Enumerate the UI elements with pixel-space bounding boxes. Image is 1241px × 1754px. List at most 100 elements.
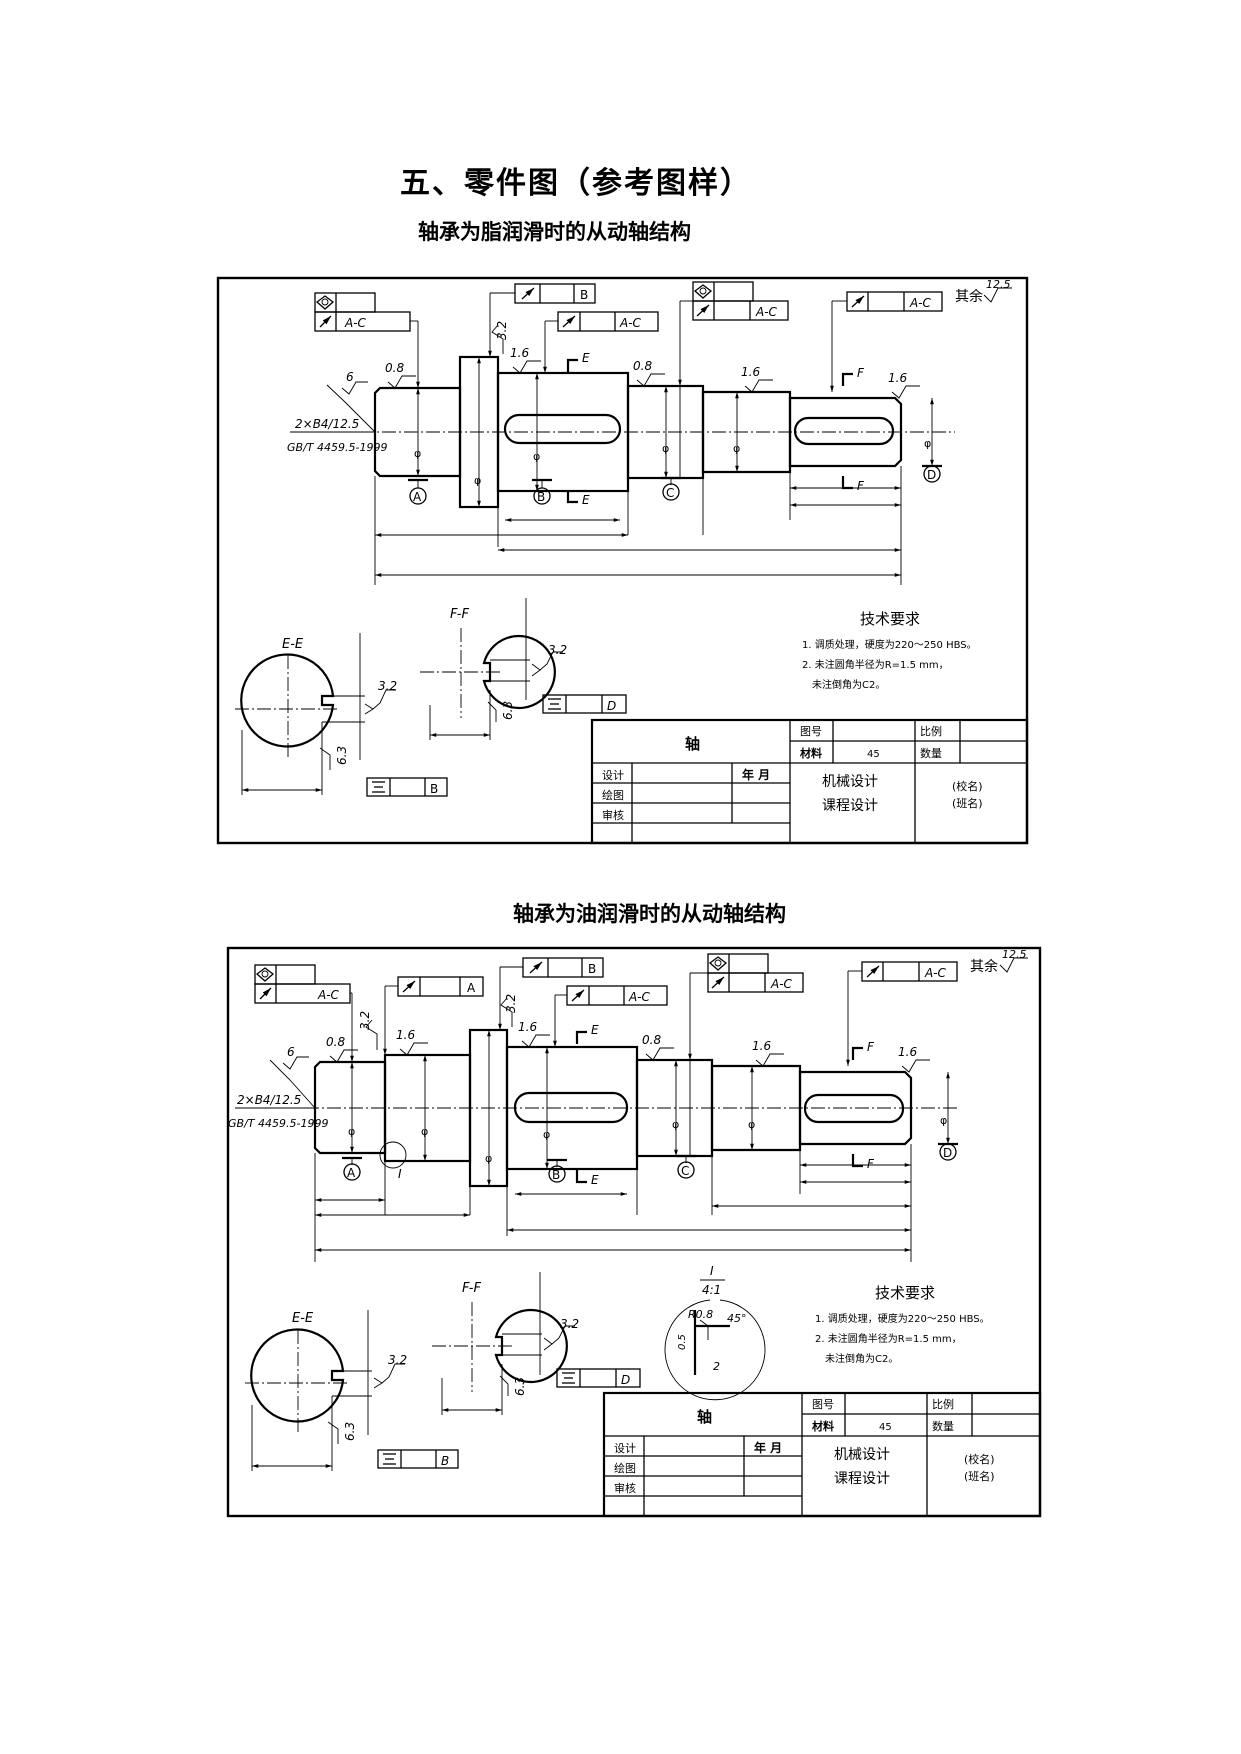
tolerance-datum: D — [621, 1373, 630, 1387]
datum-label: B — [537, 490, 545, 504]
tolerance-datum: B — [441, 1454, 449, 1468]
caption-oil: 轴承为油润滑时的从动轴结构 — [513, 901, 786, 926]
class-name: (班名) — [952, 796, 983, 810]
tolerance-datum: B — [580, 288, 588, 302]
section-marker: E — [582, 493, 590, 507]
roughness-value: 1.6 — [396, 1028, 415, 1042]
detail-circle — [379, 1141, 407, 1169]
section-markers: E E F F — [566, 351, 865, 507]
detail-dim: 0.5 — [677, 1334, 688, 1350]
phi-mark: φ — [924, 437, 931, 450]
tolerance-datum: A — [467, 981, 476, 995]
title-block-label: 比例 — [920, 724, 942, 738]
tolerance-datum: B — [430, 782, 438, 796]
drawing-oil: I φ φ φ φ φ φ φ — [226, 946, 1042, 1518]
title-block: 轴 图号 比例 材料 45 数量 设计 绘图 审核 年 月 机械设计 课程设计 … — [602, 1391, 1042, 1518]
datum-markers: A B C D — [408, 464, 942, 505]
title-block-label: 数量 — [932, 1420, 954, 1433]
roughness-value: 6.3 — [335, 746, 349, 765]
title-block-label: 设计 — [602, 769, 624, 782]
title-block-label: 绘图 — [602, 788, 624, 802]
section-marker: E — [582, 351, 590, 365]
roughness-value: 6.3 — [343, 1422, 357, 1441]
roughness-value: 3.2 — [495, 321, 509, 340]
keyway-e — [503, 413, 622, 445]
roughness-value: 3.2 — [504, 994, 518, 1013]
roughness-value: 3.2 — [560, 1317, 579, 1331]
tech-req-line: 1. 调质处理，硬度为220～250 HBS。 — [815, 1312, 990, 1325]
title-block-label: 图号 — [812, 1398, 834, 1411]
tolerance-datum: A-C — [317, 988, 340, 1002]
caption-grease: 轴承为脂润滑时的从动轴结构 — [418, 219, 691, 244]
center-hole-label: 2×B4/12.5 — [237, 1093, 301, 1107]
datum-markers: A B C D — [342, 1142, 958, 1183]
school-name: (校名) — [952, 779, 983, 793]
tolerance-datum: A-C — [924, 966, 947, 980]
roughness-value: 3.2 — [548, 643, 567, 657]
tech-req-line: 2. 未注圆角半径为R=1.5 mm， — [815, 1332, 962, 1345]
phi-mark: φ — [421, 1125, 428, 1138]
section-label: E-E — [282, 637, 304, 652]
keyway-f — [803, 1093, 905, 1124]
tolerance-datum: A-C — [909, 296, 932, 310]
datum-label: D — [927, 468, 936, 482]
material-value: 45 — [867, 749, 880, 760]
phi-mark: φ — [733, 442, 740, 455]
course-name: 机械设计 — [834, 1447, 890, 1463]
roughness-value: 1.6 — [518, 1020, 537, 1034]
section-f-f: F-F 3.2 6.3 D — [432, 1272, 641, 1415]
roughness-value: 3.2 — [388, 1353, 407, 1367]
diameter-dimensions: φ φ φ φ φ φ φ — [348, 1030, 950, 1186]
roughness-value: 6.3 — [501, 701, 515, 720]
section-e-e: E-E 3.2 6.3 B — [235, 633, 448, 797]
phi-mark: φ — [414, 447, 421, 460]
course-name: 机械设计 — [822, 774, 878, 790]
datum-label: C — [681, 1164, 689, 1178]
phi-mark: φ — [662, 442, 669, 455]
school-name: (校名) — [964, 1452, 995, 1466]
tolerance-frames: A-C B A-C A-C A-C — [314, 281, 943, 392]
tolerance-datum: A-C — [770, 977, 793, 991]
title-block-label: 图号 — [800, 725, 822, 738]
technical-requirements: 技术要求 1. 调质处理，硬度为220～250 HBS。 2. 未注圆角半径为R… — [815, 1284, 990, 1365]
roughness-symbols: 0.8 1.6 0.8 1.6 1.6 3.2 6 2×B4/12.5 GB/T… — [287, 278, 1012, 454]
roughness-value: 6.3 — [513, 1377, 527, 1396]
detail-dim: 2 — [713, 1360, 720, 1373]
roughness-value: 0.8 — [642, 1033, 661, 1047]
tolerance-datum: A-C — [628, 990, 651, 1004]
roughness-value: 1.6 — [510, 346, 529, 360]
tolerance-frames: A-C A B A-C A-C — [254, 953, 958, 1066]
section-marker: E — [591, 1173, 599, 1187]
roughness-symbols: 0.8 1.6 1.6 0.8 1.6 1.6 3.2 3.2 6 2×B4/1… — [228, 948, 1028, 1130]
material-value: 45 — [879, 1422, 892, 1433]
roughness-value: 3.2 — [378, 679, 397, 693]
roughness-value: 0.8 — [633, 359, 652, 373]
tech-req-line: 未注倒角为C2。 — [825, 1352, 898, 1365]
section-e-e: E-E 3.2 6.3 B — [245, 1310, 459, 1471]
course-name: 课程设计 — [834, 1471, 890, 1487]
detail-scale: 4:1 — [702, 1283, 721, 1297]
section-marker: E — [591, 1023, 599, 1037]
section-marker: F — [857, 366, 865, 380]
tolerance-datum: B — [588, 962, 596, 976]
title-block-label: 材料 — [812, 1419, 834, 1433]
roughness-value: 1.6 — [752, 1039, 771, 1053]
section-marker: F — [857, 479, 865, 493]
title-block-label: 年 月 — [742, 767, 770, 782]
title-block-label: 年 月 — [754, 1440, 782, 1455]
page-title: 五、零件图（参考图样） — [400, 166, 752, 201]
tech-req-line: 1. 调质处理，硬度为220～250 HBS。 — [802, 638, 977, 651]
length-dimensions — [374, 466, 902, 585]
part-name: 轴 — [685, 735, 700, 753]
roughness-value: 12.5 — [1002, 948, 1027, 961]
section-f-f: F-F 3.2 6.3 D — [420, 598, 627, 740]
phi-mark: φ — [748, 1118, 755, 1131]
title-block-label: 材料 — [800, 746, 822, 760]
tech-req-line: 未注倒角为C2。 — [812, 678, 885, 691]
title-block-label: 绘图 — [614, 1461, 636, 1475]
tolerance-datum: D — [607, 699, 616, 713]
class-name: (班名) — [964, 1469, 995, 1483]
tolerance-datum: A-C — [755, 305, 778, 319]
keyway-f — [793, 416, 895, 446]
phi-mark: φ — [474, 474, 481, 487]
